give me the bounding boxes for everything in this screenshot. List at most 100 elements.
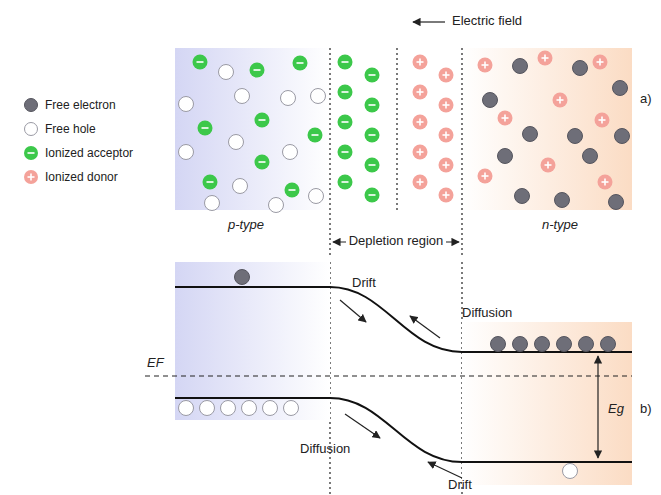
donor-ion (538, 51, 553, 66)
donor-ion (593, 55, 608, 70)
label: Eg (608, 402, 624, 417)
hole (242, 401, 257, 416)
electron (523, 127, 538, 142)
legend-swatch (24, 170, 38, 184)
p-band-ground (175, 262, 330, 420)
donor-ion (413, 175, 428, 190)
electron (515, 189, 530, 204)
acceptor-ion (338, 55, 353, 70)
electron (568, 129, 583, 144)
hole (269, 198, 284, 213)
label: Electric field (452, 14, 522, 29)
label: Depletion region (346, 234, 447, 249)
acceptor-ion (255, 113, 270, 128)
acceptor-ion (365, 98, 380, 113)
electron (601, 337, 616, 352)
p-region (175, 48, 330, 210)
donor-ion (413, 145, 428, 160)
acceptor-ion (203, 175, 218, 190)
ion-sign (24, 170, 38, 184)
acceptor-ion (365, 158, 380, 173)
donor-ion (413, 115, 428, 130)
particles (179, 51, 630, 479)
hole (284, 401, 299, 416)
acceptor-ion (198, 121, 213, 136)
hole (563, 464, 578, 479)
acceptor-ion (365, 128, 380, 143)
donor-ion (439, 68, 454, 83)
acceptor-ion (365, 188, 380, 203)
donor-ion (478, 169, 493, 184)
electron (573, 61, 588, 76)
acceptor-ion (338, 175, 353, 190)
label: Drift (448, 478, 472, 493)
n-band-ground (462, 322, 632, 485)
legend-swatch (24, 122, 38, 136)
hole (179, 145, 194, 160)
hole (229, 135, 244, 150)
label: b) (640, 402, 652, 417)
electron (491, 337, 506, 352)
label: Diffusion (300, 442, 350, 457)
electron (555, 193, 570, 208)
acceptor-ion (255, 155, 270, 170)
label: n-type (542, 218, 578, 233)
n-region (462, 48, 632, 210)
legend-text: Free electron (45, 98, 116, 112)
hole (205, 196, 220, 211)
hole (309, 189, 324, 204)
acceptor-ion (308, 128, 323, 143)
label: a) (640, 92, 652, 107)
fermi-level (145, 375, 632, 376)
carrier-arrows (340, 300, 462, 478)
hole (263, 401, 278, 416)
electron (615, 129, 630, 144)
label: p-type (228, 218, 264, 233)
legend-text: Free hole (45, 122, 96, 136)
label: Diffusion (462, 306, 512, 321)
donor-ion (439, 98, 454, 113)
ion-sign (24, 146, 38, 160)
gap-arrow (597, 356, 598, 458)
label: EF (147, 356, 164, 371)
legend-text: Ionized acceptor (45, 146, 133, 160)
field-arrow (413, 21, 445, 22)
electron (483, 93, 498, 108)
hole (311, 89, 326, 104)
label: Drift (352, 276, 376, 291)
hole (233, 179, 248, 194)
acceptor-ion (338, 145, 353, 160)
hole (179, 401, 194, 416)
electron (609, 195, 624, 210)
hole (235, 89, 250, 104)
hole (221, 401, 236, 416)
acceptor-ion (193, 55, 208, 70)
hole (200, 401, 215, 416)
acceptor-ion (365, 68, 380, 83)
boundary-lines (330, 48, 462, 495)
donor-ion (598, 175, 613, 190)
donor-ion (541, 158, 556, 173)
donor-ion (439, 188, 454, 203)
donor-ion (439, 158, 454, 173)
hole (179, 97, 194, 112)
acceptor-ion (338, 85, 353, 100)
donor-ion (553, 93, 568, 108)
hole (219, 65, 234, 80)
acceptor-ion (250, 63, 265, 78)
donor-ion (413, 85, 428, 100)
donor-ion (498, 111, 513, 126)
legend-swatch (24, 146, 38, 160)
electron (557, 337, 572, 352)
donor-ion (439, 128, 454, 143)
donor-ion (478, 58, 493, 73)
hole (281, 91, 296, 106)
electron (513, 337, 528, 352)
donor-ion (595, 113, 610, 128)
electron (535, 337, 550, 352)
conduction-band (175, 287, 632, 352)
valence-band (175, 398, 632, 462)
hole (283, 145, 298, 160)
